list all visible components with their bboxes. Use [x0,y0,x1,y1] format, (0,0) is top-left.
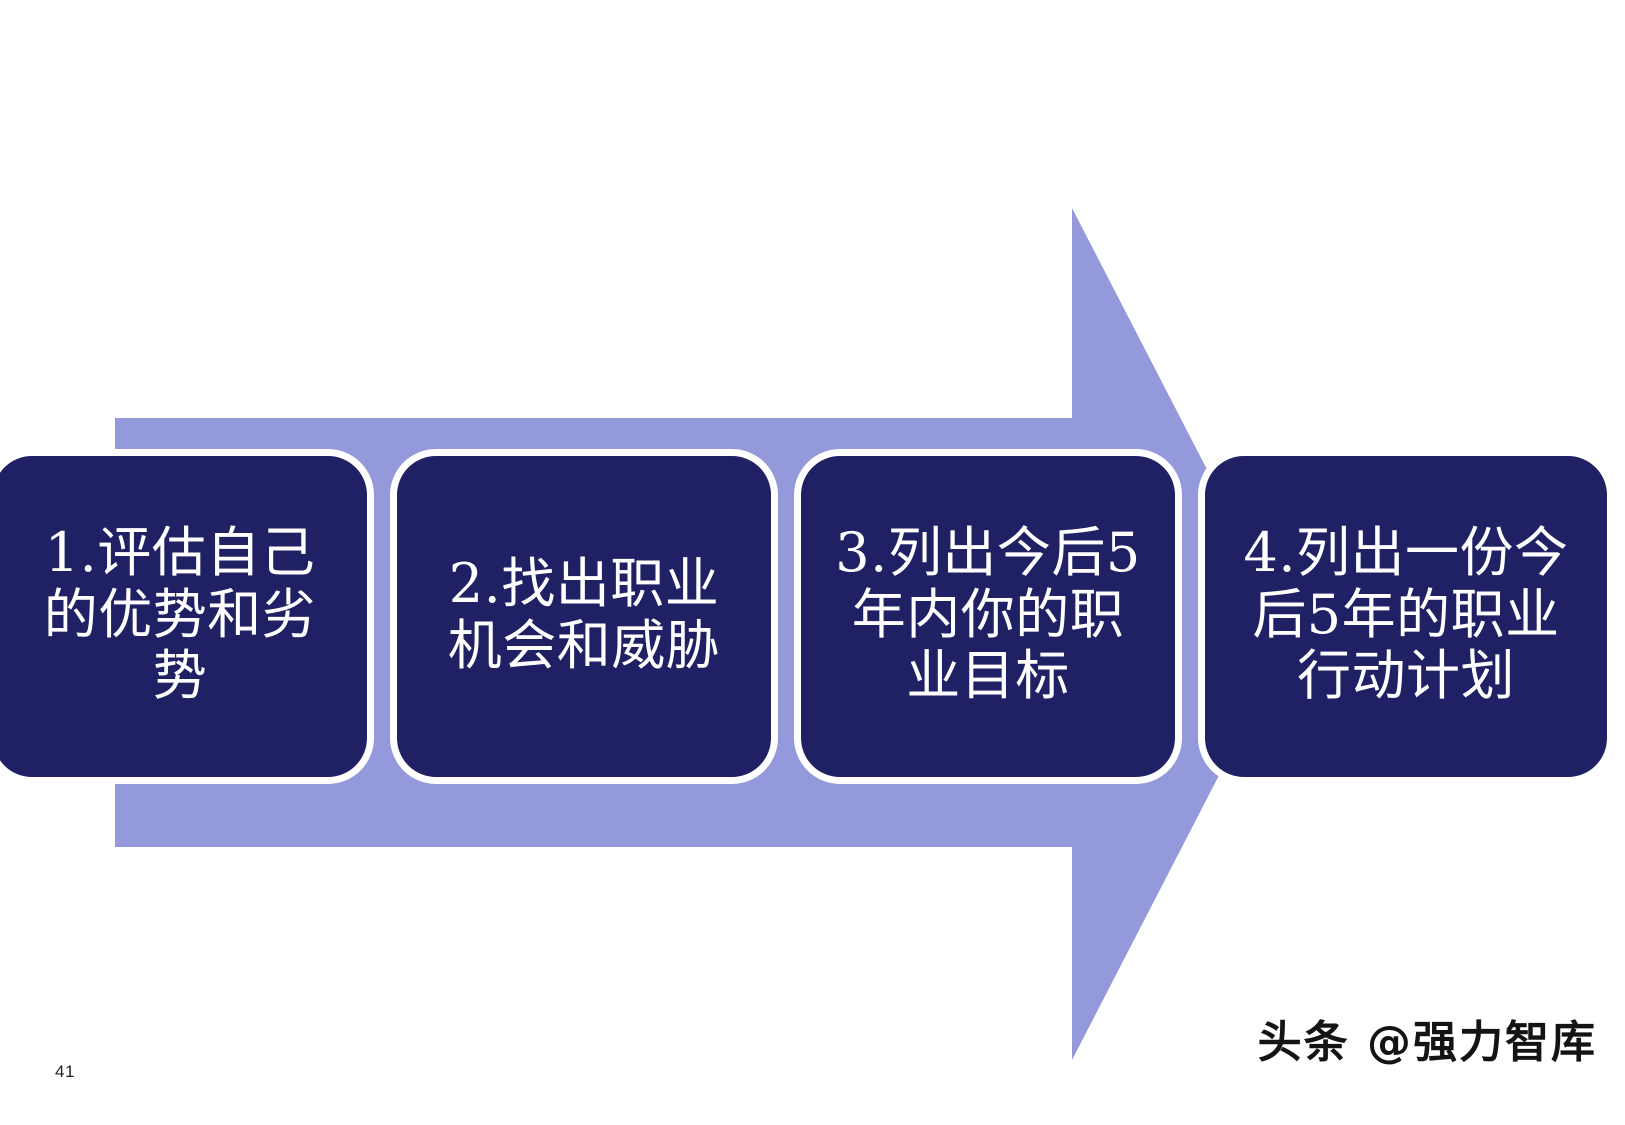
process-step-1-label: 1.评估自己的优势和劣势 [43,521,317,708]
process-step-2-label: 2.找出职业机会和威胁 [447,551,721,677]
process-step-3-label: 3.列出今后5年内你的职业目标 [835,521,1141,708]
process-step-4[interactable]: 4.列出一份今后5年的职业行动计划 [1198,449,1614,784]
watermark-text: 头条 @强力智库 [1257,1017,1597,1068]
process-step-2[interactable]: 2.找出职业机会和威胁 [390,449,778,784]
process-step-3[interactable]: 3.列出今后5年内你的职业目标 [794,449,1182,784]
page-number: 41 [55,1062,75,1081]
process-step-list: 1.评估自己的优势和劣势 2.找出职业机会和威胁 3.列出今后5年内你的职业目标… [0,449,1625,784]
process-step-4-label: 4.列出一份今后5年的职业行动计划 [1243,521,1569,708]
process-step-1[interactable]: 1.评估自己的优势和劣势 [0,449,374,784]
